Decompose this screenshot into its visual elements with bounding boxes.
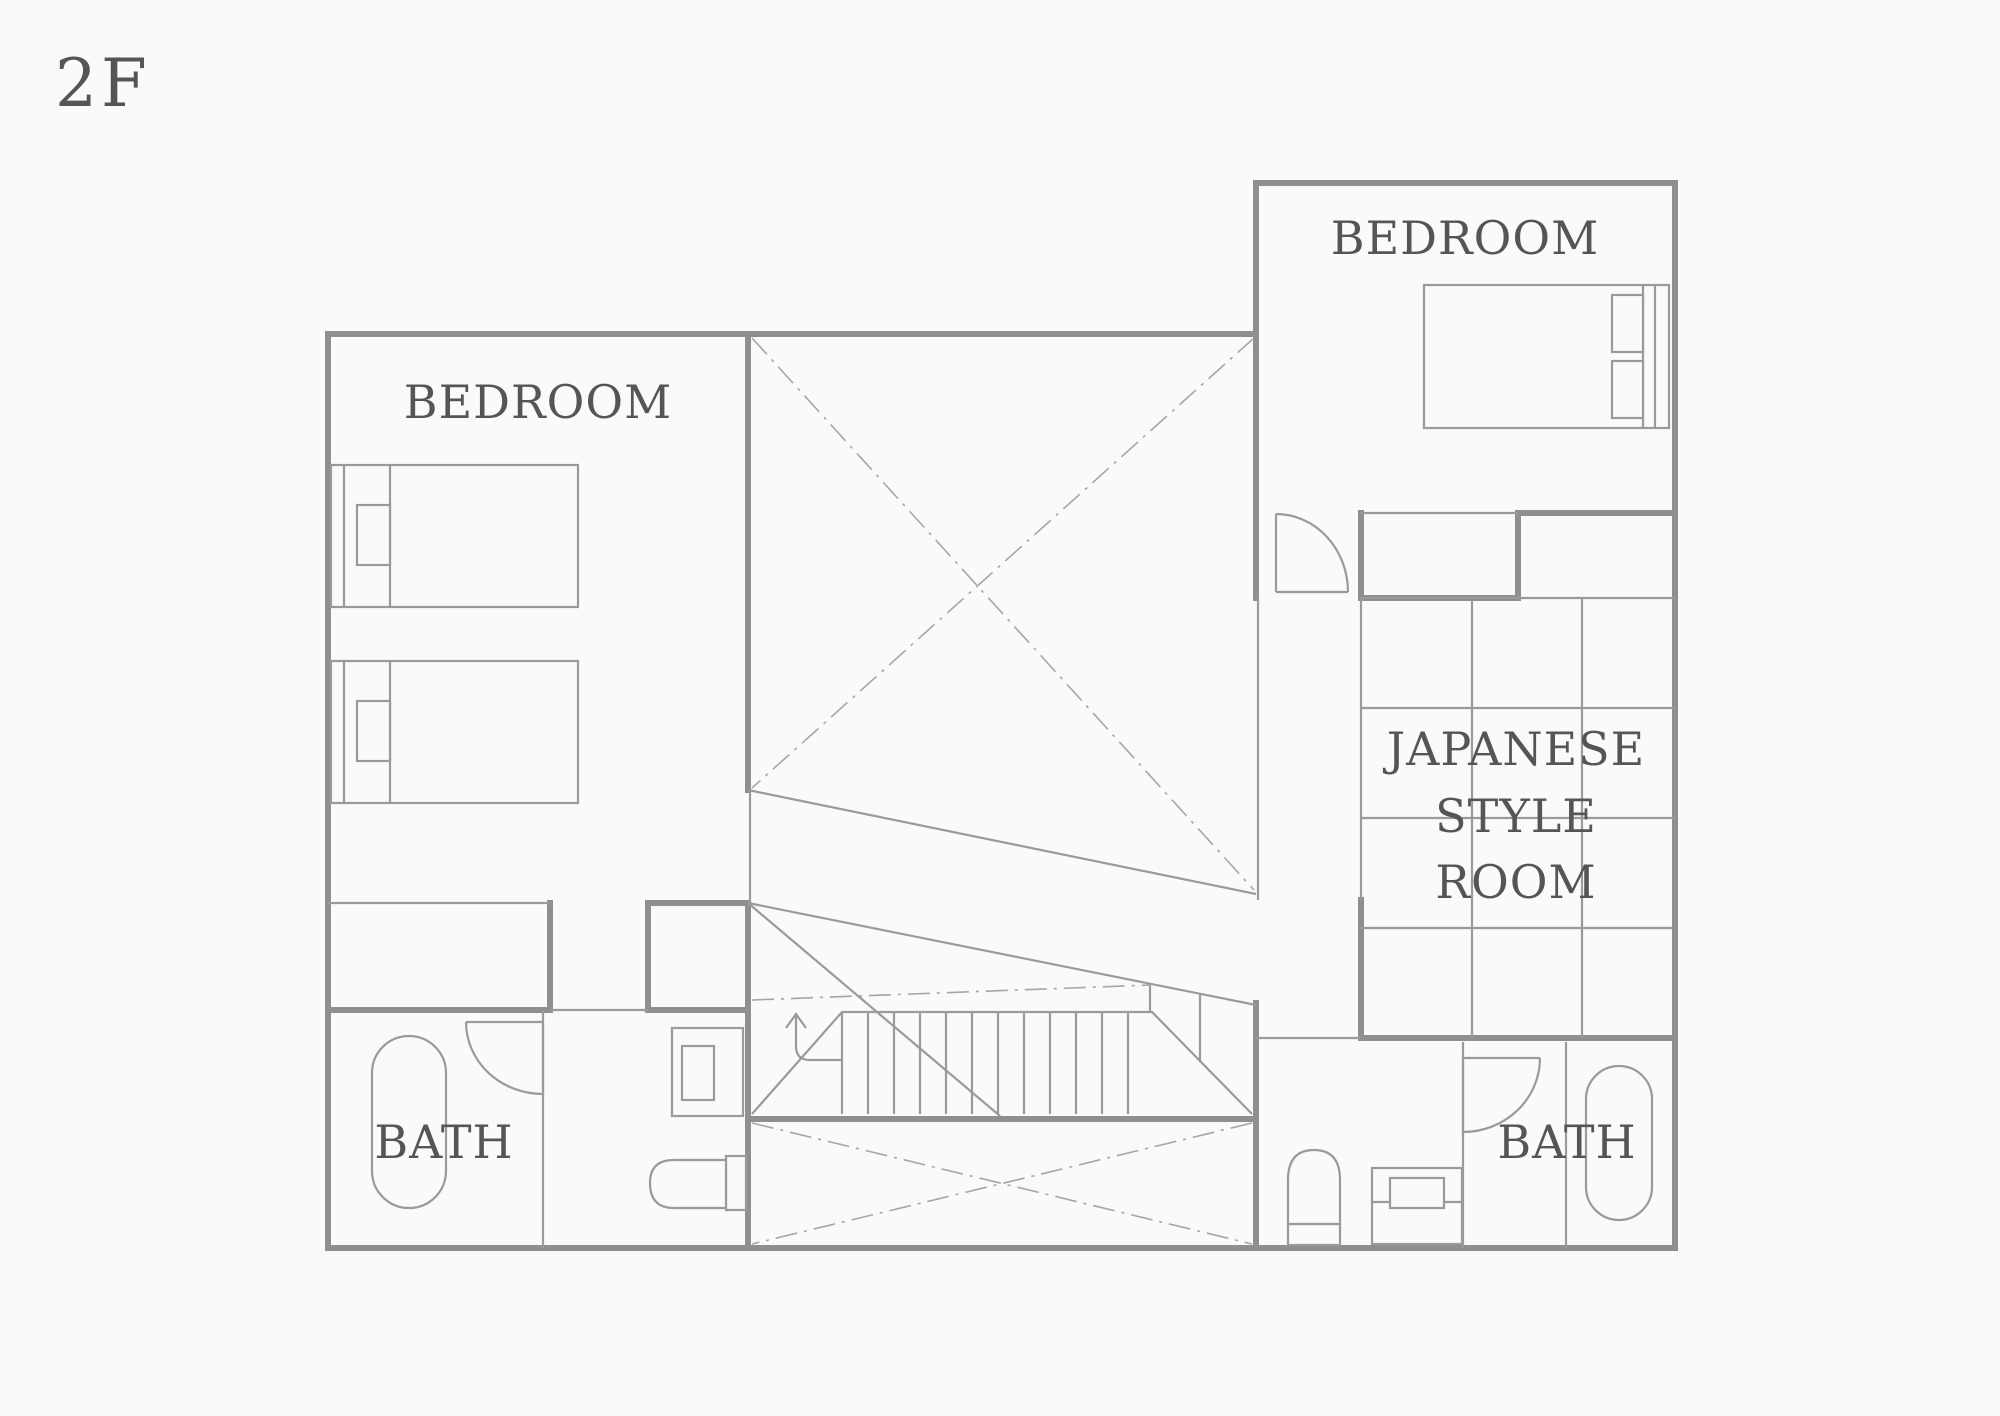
room-label-bath-right: BATH <box>1497 1115 1636 1169</box>
sink-left <box>670 1026 745 1118</box>
room-label-japanese-line-3: ROOM <box>1435 855 1596 909</box>
sink-right <box>1370 1166 1464 1246</box>
tatami-grid <box>1361 596 1675 1038</box>
door-bath-left <box>464 1020 545 1096</box>
staircase <box>747 901 1257 1117</box>
room-label-japanese-line-1: JAPANESE <box>1383 722 1646 776</box>
toilet-left <box>648 1154 748 1212</box>
bed-1 <box>329 463 580 609</box>
stair-arrow <box>785 1012 842 1062</box>
bathtub-left <box>370 1034 448 1210</box>
stair-treads <box>840 1012 1130 1114</box>
bed-2 <box>329 659 580 805</box>
room-label-bedroom-right: BEDROOM <box>1331 211 1599 265</box>
room-label-bedroom-left: BEDROOM <box>404 375 672 429</box>
door-bath-right <box>1461 1056 1542 1134</box>
room-label-japanese-line-2: STYLE <box>1435 789 1597 843</box>
door-bedroom-right <box>1274 512 1350 594</box>
bed-3 <box>1422 283 1671 430</box>
void-above <box>751 337 1255 891</box>
thin-walls <box>328 511 1568 1248</box>
void-below <box>751 1122 1253 1245</box>
floor-label: 2F <box>55 45 151 122</box>
room-label-bath-left: BATH <box>374 1115 513 1169</box>
toilet-right <box>1286 1148 1342 1247</box>
bathtub-right <box>1584 1064 1654 1222</box>
